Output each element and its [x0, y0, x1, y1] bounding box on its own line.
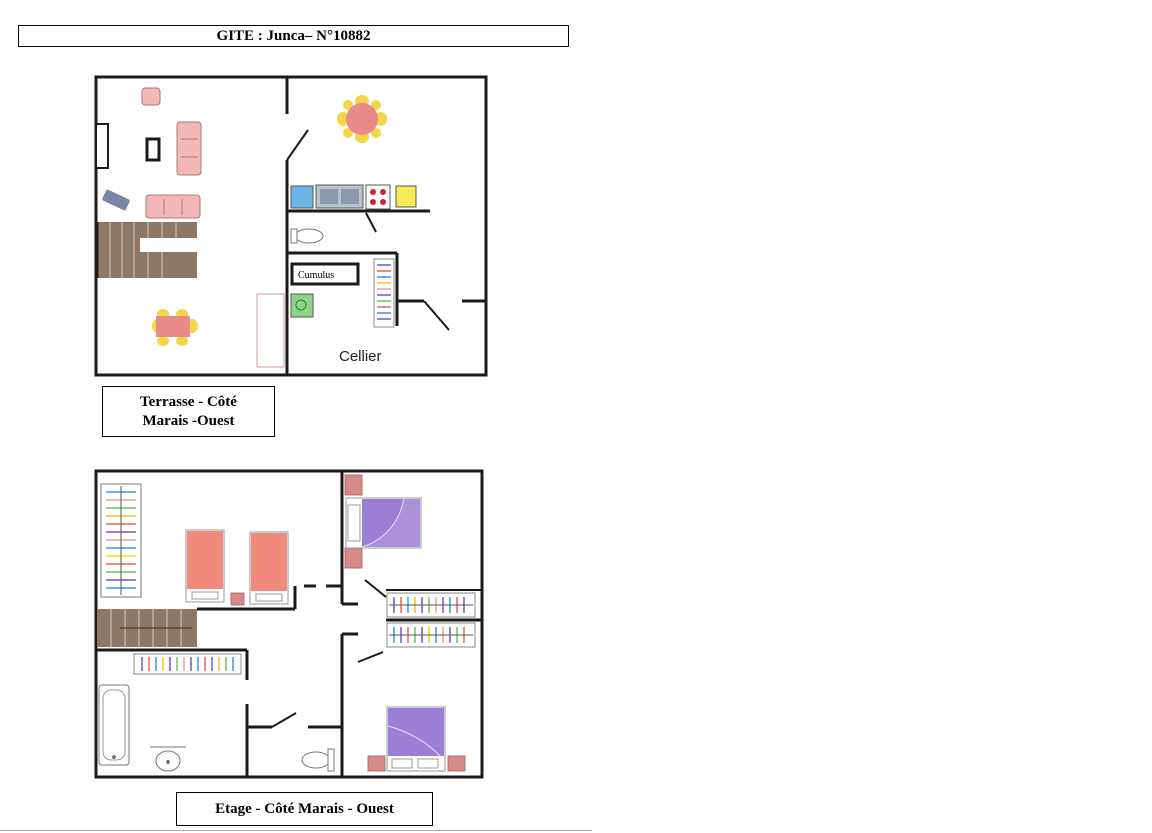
double-bed-top: [344, 474, 422, 569]
fireplace: [95, 123, 109, 169]
staircase-ground: [95, 222, 197, 278]
fridge: [290, 185, 314, 209]
wc-door-swing: [365, 212, 377, 233]
nightstand-1: [230, 592, 245, 606]
cumulus-label: Cumulus: [298, 270, 334, 281]
wc-ground: [290, 228, 324, 244]
bathtub: [98, 684, 130, 766]
twin-bed-2: [249, 531, 289, 605]
wc-upper: [301, 748, 335, 772]
wardrobe-left: [100, 483, 142, 598]
cellier-label: Cellier: [339, 348, 382, 365]
round-table: [337, 95, 387, 143]
upper-floor-caption-text: Etage - Côté Marais - Ouest: [215, 800, 394, 817]
staircase-upper: [97, 609, 197, 647]
tv: [102, 189, 130, 211]
piano: [256, 293, 285, 368]
kitchen-door-swing: [286, 129, 309, 161]
ground-floor-plan: Cumulus Cellier: [94, 75, 488, 377]
sofa-vertical: [176, 121, 202, 176]
wardrobe-right-2: [386, 622, 476, 648]
ground-floor-caption-line2: Marais -Ouest: [142, 412, 235, 429]
boiler: [290, 293, 314, 318]
ground-floor-caption-line1: Terrasse - Côté: [140, 393, 237, 410]
cooktop: [365, 184, 391, 210]
wc-upper-door-swing: [271, 712, 297, 728]
twin-bed-1: [185, 529, 225, 603]
ground-floor-caption: Terrasse - Côté Marais -Ouest: [102, 386, 275, 437]
washbasin: [150, 746, 186, 772]
plan-title-text: GITE : Junca– N°10882: [216, 27, 371, 44]
double-bed-bottom: [367, 706, 466, 772]
upper-floor-plan: [94, 469, 484, 779]
upper-floor-caption: Etage - Côté Marais - Ouest: [176, 792, 433, 826]
cellier-door-swing: [423, 300, 450, 331]
corridor-shelf: [133, 653, 242, 675]
bedroom3-door-swing: [357, 651, 384, 663]
sofa-horizontal: [145, 194, 201, 219]
dining-table-ground: [152, 309, 198, 346]
bedroom2-door-swing: [364, 579, 387, 598]
page-bottom-rule: [0, 830, 592, 831]
upper-floor-outer-wall: [94, 469, 484, 779]
plan-title: GITE : Junca– N°10882: [18, 25, 569, 47]
wardrobe-right-1: [386, 592, 476, 618]
washing-machine: [395, 185, 417, 208]
kitchen-sink: [315, 184, 364, 209]
cellier-shelves: [373, 258, 395, 328]
cumulus-box: [290, 262, 360, 286]
stove: [145, 137, 161, 162]
armchair: [141, 87, 161, 106]
